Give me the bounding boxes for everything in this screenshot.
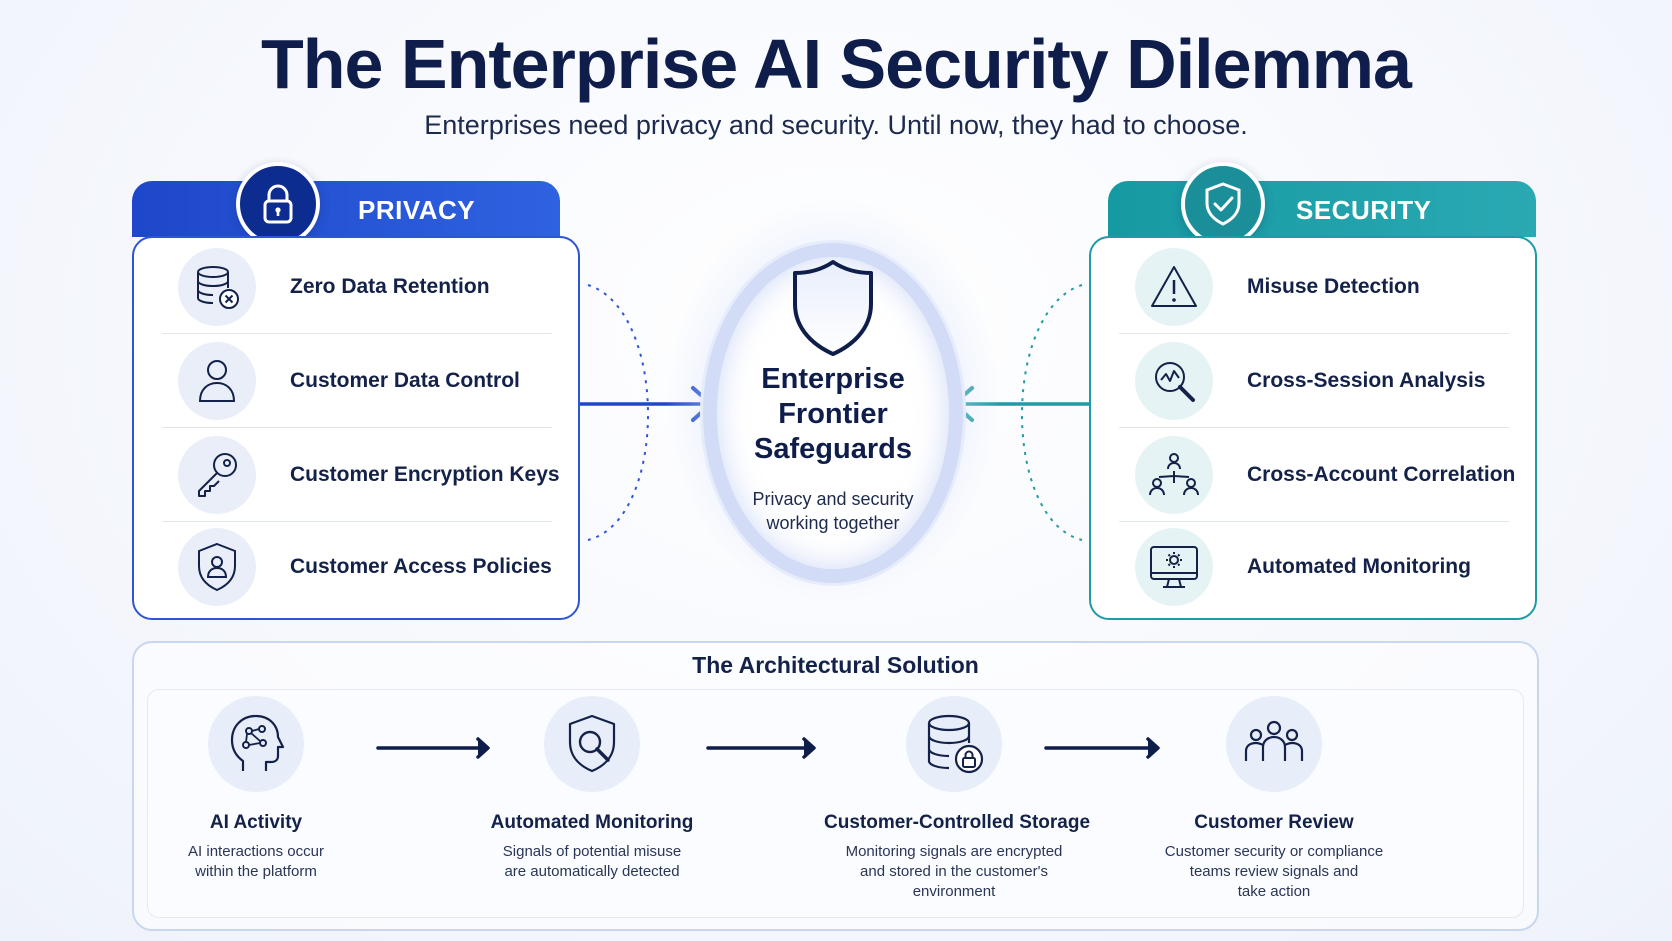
- step-name: Customer-Controlled Storage: [824, 812, 1091, 833]
- security-item-label: Automated Monitoring: [1247, 555, 1471, 578]
- shield-check-icon: [1181, 162, 1265, 246]
- step-desc-line: teams review signals and: [1189, 863, 1359, 880]
- step-desc-line: Signals of potential misuse: [502, 843, 682, 860]
- security-item: Misuse Detection: [1119, 240, 1509, 334]
- key-icon: [178, 435, 256, 514]
- network-people-icon: [1135, 435, 1213, 514]
- step-desc-line: take action: [1237, 883, 1311, 900]
- database-x-icon: [178, 247, 256, 326]
- step-desc-line: Customer security or compliance: [1164, 843, 1384, 860]
- center-subtitle-line: Privacy and security: [752, 489, 914, 509]
- security-item: Cross-Account Correlation: [1119, 428, 1515, 522]
- security-item: Automated Monitoring: [1119, 520, 1509, 614]
- center-subtitle-line: working together: [766, 513, 900, 533]
- security-label: SECURITY: [1296, 195, 1432, 225]
- privacy-item: Customer Data Control: [162, 334, 552, 428]
- shield-search-icon: [544, 696, 640, 792]
- page-title: The Enterprise AI Security Dilemma: [261, 25, 1412, 103]
- center-title-line: Enterprise: [761, 363, 905, 395]
- step-desc-line: and stored in the customer's: [860, 863, 1048, 880]
- security-header: SECURITY: [1108, 181, 1536, 237]
- privacy-item-label: Customer Access Policies: [290, 555, 552, 578]
- flow-arrow-head: [476, 737, 490, 759]
- security-item-label: Cross-Session Analysis: [1247, 368, 1486, 392]
- step-description: Customer security or compliance teams re…: [1144, 842, 1404, 902]
- security-item: Cross-Session Analysis: [1119, 334, 1509, 428]
- center-subtitle: Privacy and security working together: [703, 487, 963, 535]
- privacy-item: Zero Data Retention: [162, 240, 552, 334]
- security-panel: Misuse Detection Cross-Session Analysis: [1089, 236, 1537, 620]
- solution-step: Automated Monitoring Signals of potentia…: [462, 696, 722, 882]
- lock-icon: [236, 162, 320, 246]
- privacy-item-label: Zero Data Retention: [290, 274, 490, 298]
- flow-arrow-head: [1146, 737, 1160, 759]
- step-description: AI interactions occur within the platfor…: [126, 842, 386, 882]
- security-item-label: Misuse Detection: [1247, 274, 1420, 298]
- privacy-header: PRIVACY: [132, 181, 560, 237]
- step-desc-line: environment: [912, 883, 996, 900]
- privacy-item: Customer Access Policies: [162, 520, 552, 614]
- step-name: AI Activity: [209, 812, 303, 833]
- solution-step: AI Activity AI interactions occur within…: [126, 696, 386, 882]
- security-item-label: Cross-Account Correlation: [1247, 462, 1516, 486]
- user-icon: [178, 341, 256, 420]
- step-description: Signals of potential misuse are automati…: [462, 842, 722, 882]
- solution-step: Customer-Controlled Storage Monitoring s…: [824, 696, 1091, 902]
- step-desc-line: within the platform: [195, 863, 317, 880]
- privacy-item-label: Customer Encryption Keys: [290, 462, 560, 486]
- solution-step: Customer Review Customer security or com…: [1144, 696, 1404, 902]
- privacy-label: PRIVACY: [358, 195, 476, 225]
- magnifier-chart-icon: [1135, 341, 1213, 420]
- shield-icon: [785, 258, 881, 363]
- center-title-line: Safeguards: [754, 433, 912, 465]
- privacy-item: Customer Encryption Keys: [162, 428, 560, 522]
- monitor-gear-icon: [1135, 528, 1213, 606]
- center-title: Enterprise Frontier Safeguards: [703, 362, 963, 467]
- step-desc-line: are automatically detected: [504, 863, 680, 880]
- center-title-line: Frontier: [778, 398, 888, 430]
- step-description: Monitoring signals are encrypted and sto…: [824, 842, 1084, 902]
- shield-user-icon: [178, 528, 256, 606]
- step-name: Customer Review: [1194, 812, 1354, 833]
- database-lock-icon: [906, 696, 1002, 792]
- team-icon: [1226, 696, 1322, 792]
- step-desc-line: AI interactions occur: [188, 843, 324, 860]
- privacy-item-label: Customer Data Control: [290, 368, 520, 392]
- page-subtitle: Enterprises need privacy and security. U…: [424, 110, 1248, 140]
- ai-head-icon: [208, 696, 304, 792]
- step-name: Automated Monitoring: [490, 812, 694, 833]
- privacy-panel: Zero Data Retention Customer Data Contro…: [132, 236, 580, 620]
- warning-icon: [1135, 247, 1213, 326]
- solution-title: The Architectural Solution: [692, 652, 979, 678]
- flow-arrow-head: [802, 737, 816, 759]
- step-desc-line: Monitoring signals are encrypted: [845, 843, 1063, 860]
